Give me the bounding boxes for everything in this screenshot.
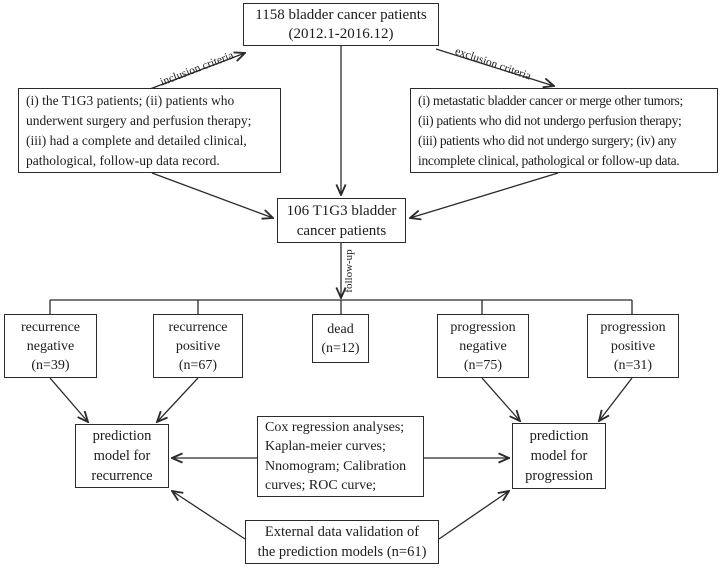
- box-line: dead: [327, 321, 354, 337]
- box-line: (i) the T1G3 patients; (ii) patients who: [26, 92, 235, 108]
- box-line: positive: [610, 338, 656, 354]
- box-line: Cox regression analyses;: [265, 419, 405, 435]
- box-dead: dead (n=12): [312, 314, 369, 363]
- box-line: (iii) had a complete and detailed clinic…: [26, 132, 247, 148]
- box-line: underwent surgery and perfusion therapy;: [26, 112, 252, 128]
- box-line: Nnomogram; Calibration: [265, 458, 407, 474]
- box-line: (n=12): [321, 340, 360, 356]
- box-line: progression: [525, 468, 593, 484]
- box-line: the prediction models (n=61): [257, 544, 427, 560]
- box-line: negative: [459, 338, 507, 354]
- box-line: pathological, follow-up data record.: [26, 152, 220, 168]
- box-line: progression: [450, 319, 516, 335]
- arrow-progpos-to-model: [599, 377, 633, 421]
- box-line: External data validation of: [264, 524, 420, 540]
- box-prediction-model-progression: prediction model for progression: [512, 423, 606, 489]
- arrow-external-to-recmodel: [172, 491, 246, 540]
- box-external-validation: External data validation of the predicti…: [245, 520, 439, 564]
- box-line: recurrence: [91, 468, 153, 484]
- box-line: prediction: [92, 428, 152, 444]
- box-line: incomplete clinical, pathological or fol…: [418, 152, 680, 168]
- box-line: (2012.1-2016.12): [288, 25, 394, 42]
- box-line: Kaplan-meier curves;: [265, 439, 386, 454]
- box-line: recurrence: [20, 319, 81, 335]
- arrow-exclusion-to-cohort: [410, 172, 559, 218]
- box-line: model for: [530, 448, 588, 464]
- box-line: 106 T1G3 bladder: [286, 202, 397, 219]
- box-line: (n=75): [463, 357, 503, 373]
- box-prediction-model-recurrence: prediction model for recurrence: [75, 424, 169, 488]
- box-line: (i) metastatic bladder cancer or merge o…: [418, 92, 683, 108]
- box-line: (n=39): [31, 357, 70, 373]
- box-line: model for: [93, 448, 151, 464]
- box-line: positive: [175, 338, 221, 354]
- box-line: (n=67): [178, 357, 218, 373]
- box-line: (n=31): [613, 357, 653, 373]
- box-line: cancer patients: [296, 222, 387, 239]
- box-line: curves; ROC curve;: [265, 478, 377, 493]
- arrow-inclusion-to-cohort: [151, 172, 273, 218]
- arrow-external-to-progmodel: [438, 491, 509, 540]
- box-selected-cohort: 106 T1G3 bladder cancer patients: [277, 198, 406, 243]
- arrow-recpos-to-model: [157, 377, 199, 422]
- arrow-recneg-to-model: [49, 377, 88, 422]
- box-progression-positive: progression positive (n=31): [587, 314, 679, 378]
- box-statistical-methods: Cox regression analyses; Kaplan-meier cu…: [257, 416, 424, 497]
- box-exclusion-criteria: (i) metastatic bladder cancer or merge o…: [410, 88, 718, 173]
- box-total-patients: 1158 bladder cancer patients (2012.1-201…: [243, 3, 439, 46]
- arrow-inclusion-to-total: [149, 53, 245, 90]
- box-recurrence-negative: recurrence negative (n=39): [4, 314, 97, 378]
- arrow-total-to-exclusion: [435, 48, 554, 86]
- box-line: progression: [600, 319, 666, 335]
- box-line: negative: [26, 338, 75, 354]
- box-inclusion-criteria: (i) the T1G3 patients; (ii) patients who…: [18, 88, 281, 173]
- box-progression-negative: progression negative (n=75): [437, 314, 529, 378]
- box-line: prediction: [529, 428, 589, 444]
- arrow-progneg-to-model: [481, 377, 520, 421]
- box-recurrence-positive: recurrence positive (n=67): [153, 314, 243, 378]
- box-line: (ii) patients who did not undergo perfus…: [418, 112, 682, 128]
- box-line: recurrence: [168, 319, 228, 335]
- edge-label-follow-up: follow-up: [343, 249, 355, 293]
- box-line: (iii) patients who did not undergo surge…: [418, 132, 677, 148]
- box-line: 1158 bladder cancer patients: [255, 6, 427, 23]
